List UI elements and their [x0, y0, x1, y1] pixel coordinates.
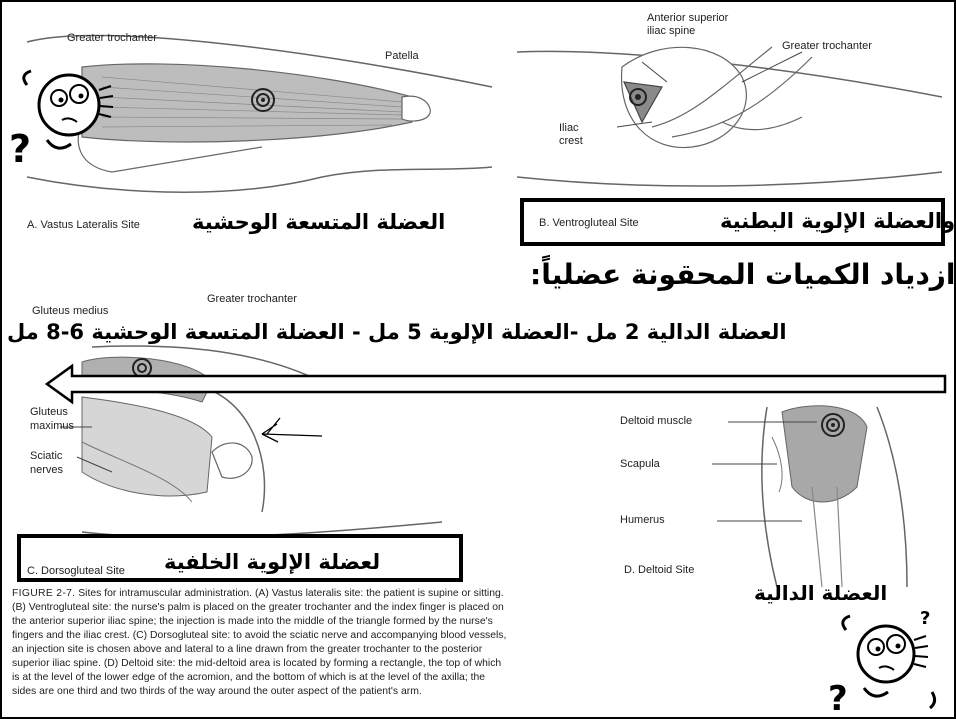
- label-deltoid-muscle: Deltoid muscle: [620, 415, 692, 427]
- label-gluteus-medius: Gluteus medius: [32, 305, 108, 317]
- heading-line-1: ازدياد الكميات المحقونة عضلياً:: [530, 258, 956, 291]
- heading-line-2: العضلة الدالية 2 مل -العضلة الإلوية 5 مل…: [7, 320, 787, 344]
- arabic-label-dorsogluteal: لعضلة الإلوية الخلفية: [164, 550, 380, 574]
- arabic-label-vastus: العضلة المتسعة الوحشية: [192, 210, 445, 234]
- svg-text:?: ?: [828, 679, 848, 717]
- caption-line: the anterior superior iliac spine; the i…: [12, 615, 732, 629]
- svg-text:?: ?: [9, 127, 31, 170]
- label-greater-trochanter-c: Greater trochanter: [207, 293, 297, 305]
- label-scapula: Scapula: [620, 458, 660, 470]
- caption-prefix: FIGURE 2-7.: [12, 588, 75, 599]
- site-caption-c: C. Dorsogluteal Site: [27, 565, 125, 577]
- caption-text: Sites for intramuscular administration. …: [75, 588, 503, 599]
- target-icon: [250, 87, 276, 113]
- figure-d-leaders: [692, 417, 832, 527]
- site-caption-b: B. Ventrogluteal Site: [539, 217, 639, 229]
- caption-line: fingers and the iliac crest. (C) Dorsogl…: [12, 629, 732, 643]
- arabic-label-ventrogluteal: والعضلة الإلوية البطنية: [720, 209, 955, 233]
- label-iliac-crest-1: Iliac: [559, 122, 579, 134]
- caption-line: superior iliac spine. (D) Deltoid site: …: [12, 657, 732, 671]
- site-caption-d: D. Deltoid Site: [624, 564, 694, 576]
- label-asis-2: iliac spine: [647, 25, 695, 37]
- caption-line: an injection site is chosen above and la…: [12, 643, 732, 657]
- label-greater-trochanter-b: Greater trochanter: [782, 40, 872, 52]
- label-greater-trochanter-a: Greater trochanter: [67, 32, 157, 44]
- label-gluteus-maximus-2: maximus: [30, 420, 74, 432]
- label-gluteus-maximus-1: Gluteus: [30, 406, 68, 418]
- confused-face-icon: ?: [7, 50, 132, 170]
- label-asis-1: Anterior superior: [647, 12, 728, 24]
- label-patella: Patella: [385, 50, 419, 62]
- label-sciatic-2: nerves: [30, 464, 63, 476]
- figure-caption: FIGURE 2-7. Sites for intramuscular admi…: [12, 587, 732, 699]
- target-icon: [628, 87, 648, 107]
- svg-text:?: ?: [920, 608, 930, 629]
- caption-line: sides are one third and two thirds of th…: [12, 685, 732, 699]
- site-caption-a: A. Vastus Lateralis Site: [27, 219, 140, 231]
- label-sciatic-1: Sciatic: [30, 450, 62, 462]
- caption-line: is at the level of the lower edge of the…: [12, 671, 732, 685]
- label-iliac-crest-2: crest: [559, 135, 583, 147]
- caption-line: FIGURE 2-7. Sites for intramuscular admi…: [12, 587, 732, 601]
- figure-b-drawing: [512, 27, 952, 197]
- label-humerus: Humerus: [620, 514, 665, 526]
- confused-face-icon: ? ?: [824, 602, 949, 717]
- caption-line: (B) Ventrogluteal site: the nurse's palm…: [12, 601, 732, 615]
